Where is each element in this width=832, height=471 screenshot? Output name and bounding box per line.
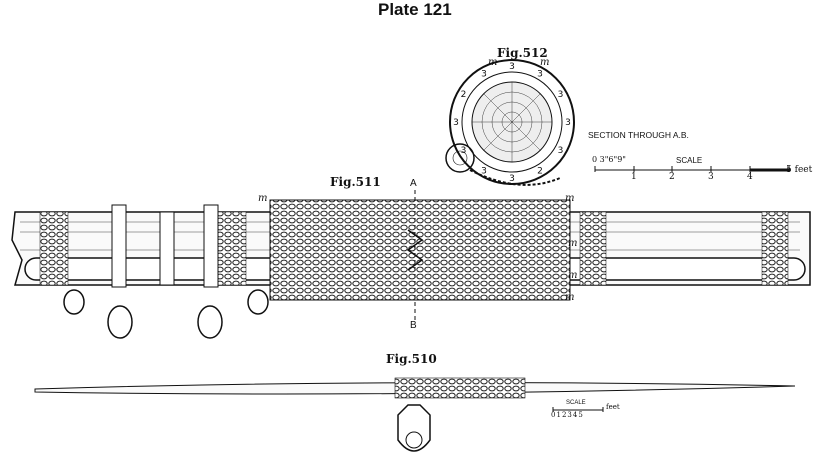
tick: 3 <box>708 172 714 182</box>
section-number: 3 <box>461 146 467 156</box>
tick: 9" <box>617 155 626 164</box>
scale-bar-large <box>594 166 790 172</box>
tick: 6" <box>608 155 618 164</box>
section-label: SECTION THROUGH A.B. <box>588 130 689 140</box>
section-number: 3 <box>453 118 459 128</box>
tick: 1 <box>631 172 637 182</box>
scale-large-inch-ticks: 0 3"6"9" <box>592 155 626 164</box>
section-number: 3 <box>509 62 515 72</box>
section-number: 3 <box>565 118 571 128</box>
fig-511-label: Fig.511 <box>330 175 381 189</box>
tick: 0 <box>592 155 598 164</box>
section-number: 3 <box>481 166 487 176</box>
section-numbers: 3 3 3 3 3 2 3 3 3 3 2 3 <box>453 62 571 184</box>
fig-512-label: Fig.512 <box>497 46 548 60</box>
section-number: 3 <box>558 90 564 100</box>
plate-title: Plate 121 <box>378 0 452 19</box>
scale-bar-small <box>552 407 604 412</box>
section-number: 2 <box>537 166 543 176</box>
tick: 4 <box>747 172 753 182</box>
section-mark-a: A <box>410 178 417 189</box>
scale-large-label: SCALE <box>676 156 703 165</box>
tick: 3" <box>599 155 609 164</box>
section-number: 2 <box>461 90 467 100</box>
fig-510-label: Fig.510 <box>386 352 437 366</box>
section-number: 3 <box>537 70 543 80</box>
section-number: 3 <box>481 70 487 80</box>
section-drawing <box>445 59 575 186</box>
section-mark-b: B <box>410 320 417 331</box>
scale-small-ticks: 012345 <box>551 411 584 419</box>
mark-m: m <box>568 238 578 249</box>
spar-fig511 <box>11 190 811 339</box>
mark-m: m <box>540 57 550 68</box>
mark-m: m <box>258 193 268 204</box>
scale-small-label: SCALE <box>566 400 586 406</box>
spar-fig510 <box>34 377 796 452</box>
section-number: 3 <box>509 174 515 184</box>
mark-m: m <box>565 292 575 303</box>
tick: 2 <box>669 172 675 182</box>
mark-m: m <box>488 57 498 68</box>
tick: 5 feet <box>786 165 813 175</box>
section-number: 3 <box>558 146 564 156</box>
mark-m: m <box>565 193 575 204</box>
scale-small-unit: feet <box>606 403 620 411</box>
mark-m: m <box>568 270 578 281</box>
